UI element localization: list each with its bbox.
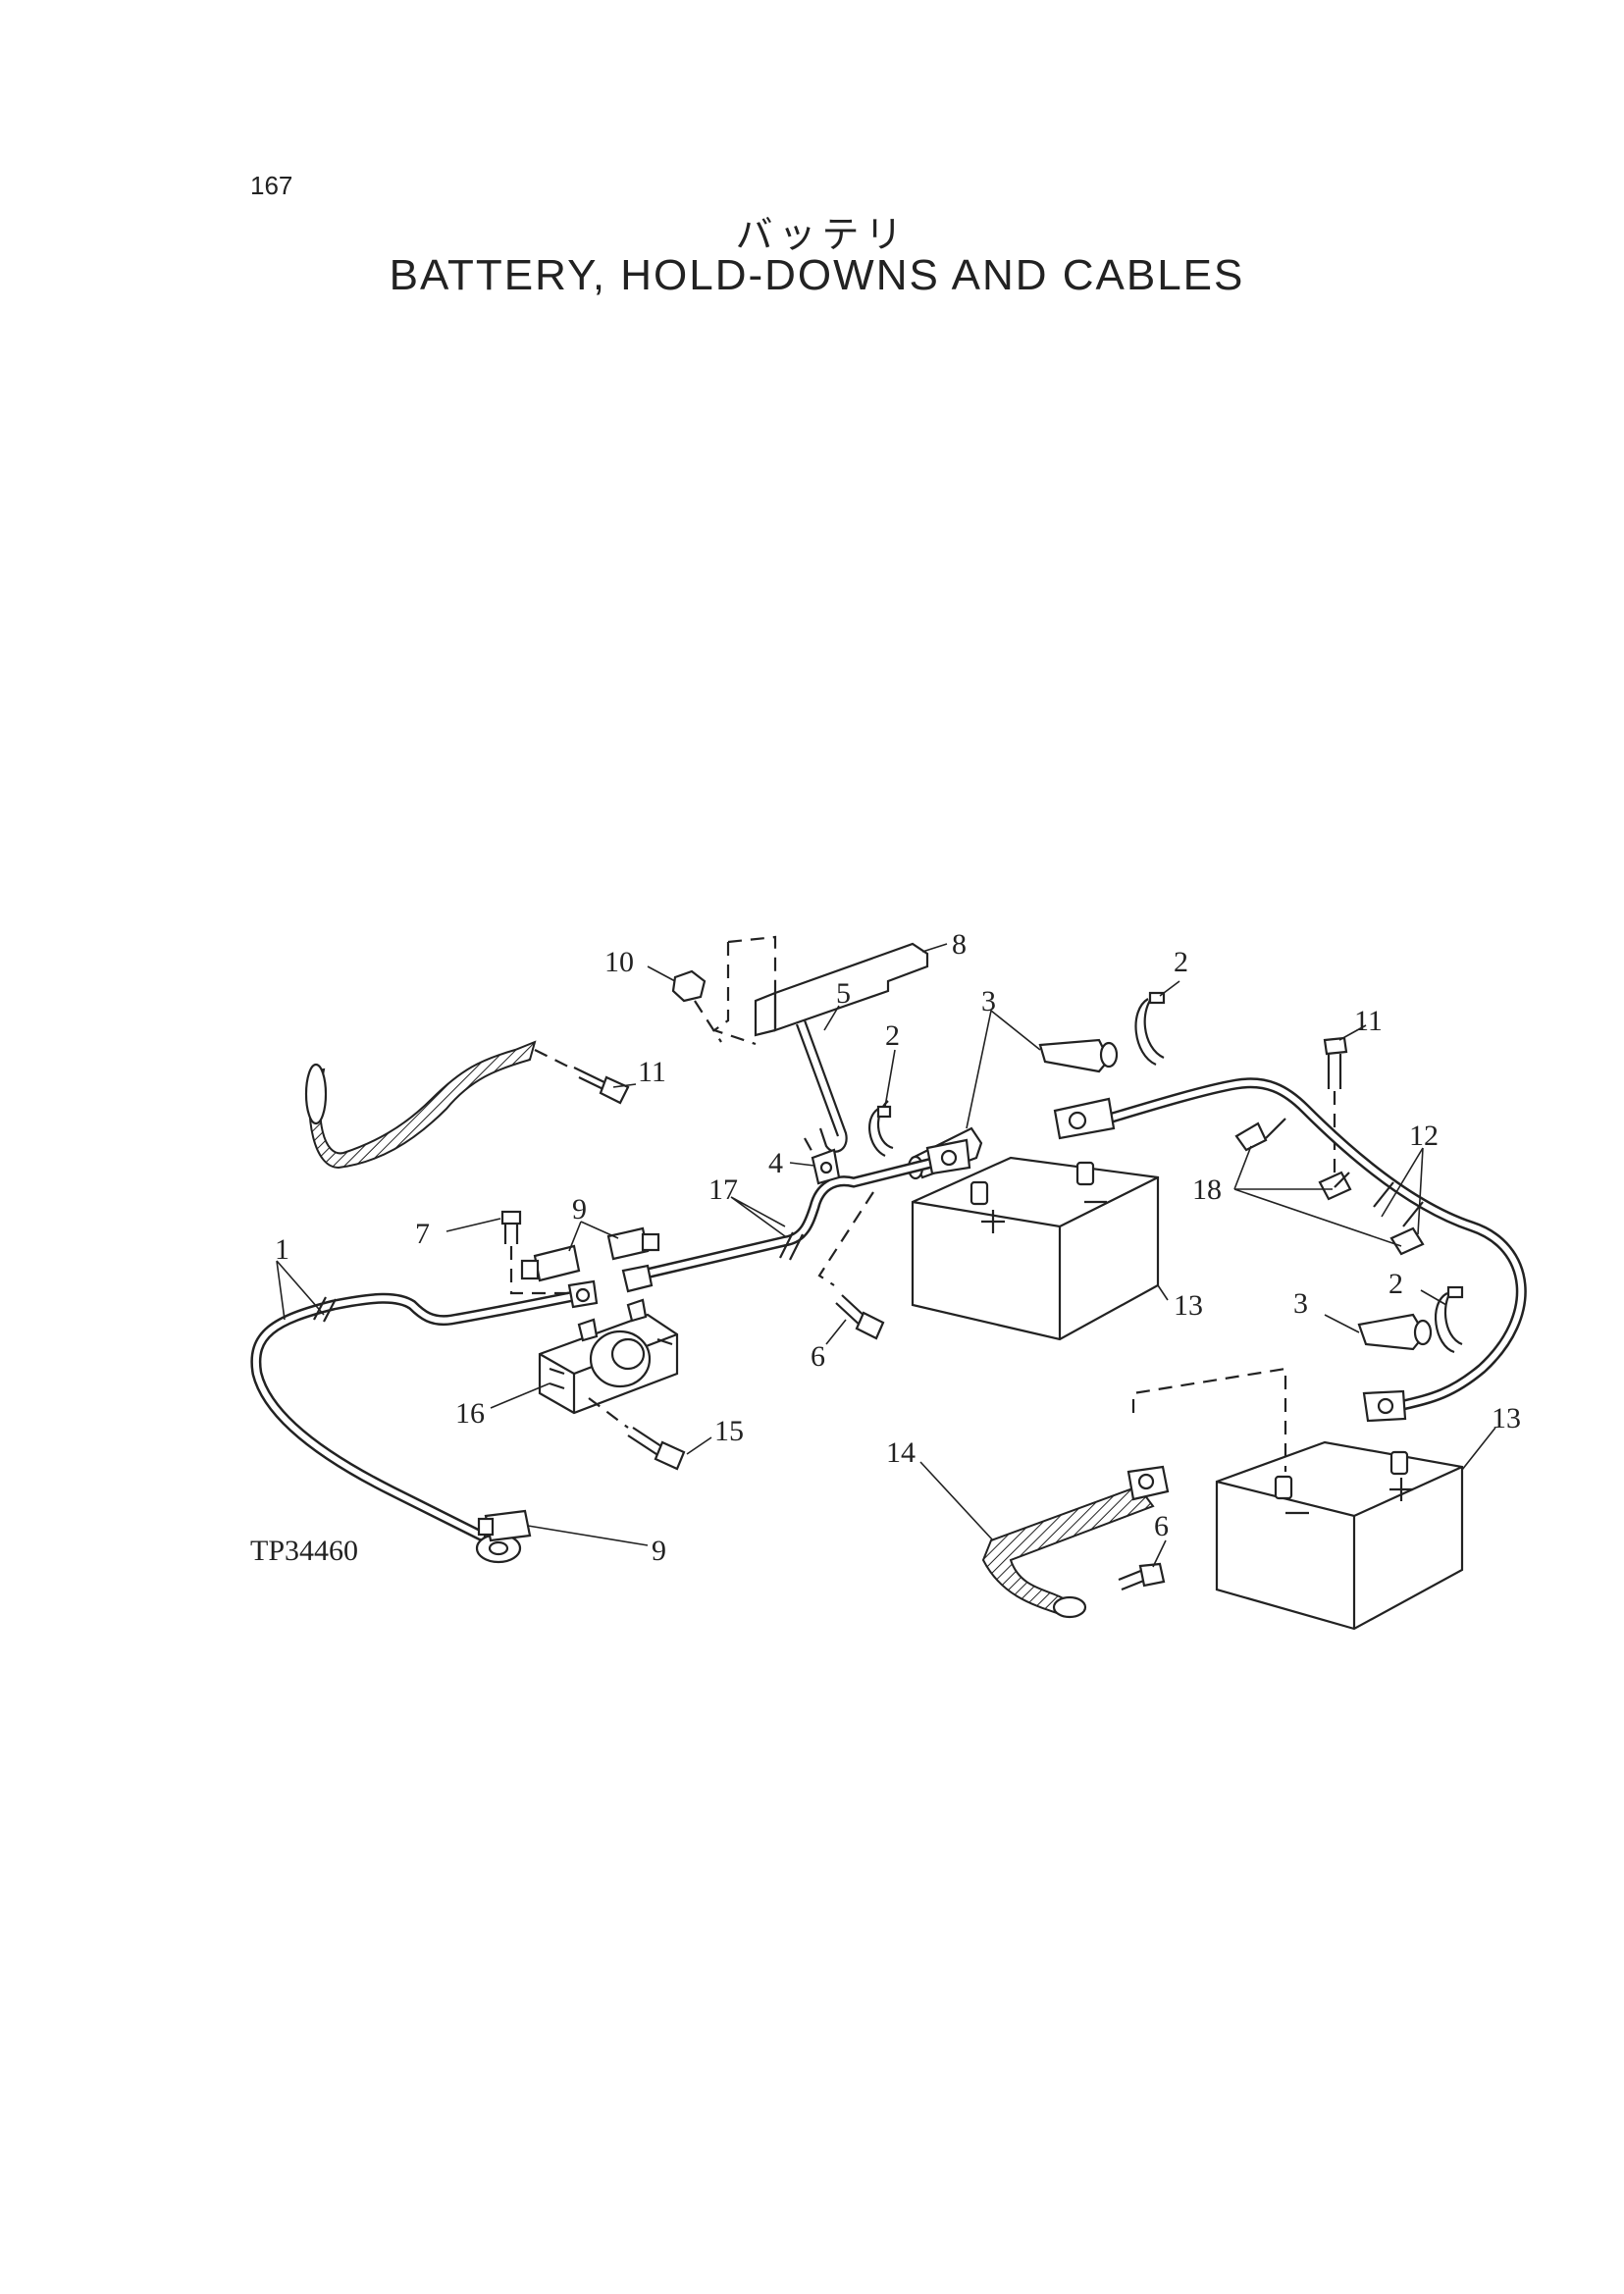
terminal-cover-icon [1357,1313,1433,1351]
callout-label: 7 [415,1218,430,1250]
callout-label: 16 [455,1397,485,1430]
callout-label: 2 [885,1019,900,1052]
callout-label: 12 [1409,1120,1439,1152]
positive-cable-icon [1053,1077,1527,1423]
callout-label: 2 [1388,1268,1403,1300]
clip-icon [1134,991,1166,1067]
callout-label: 5 [836,977,851,1010]
figure-id: TP34460 [250,1535,358,1567]
callout-label: 13 [1492,1402,1521,1434]
callout-label: 13 [1174,1289,1203,1322]
callout-label: 3 [981,985,996,1017]
cable-icon [250,1279,599,1564]
callout-label: 9 [572,1193,587,1225]
callout-label: 14 [886,1436,916,1469]
callout-label: 11 [638,1056,666,1088]
callout-label: 10 [604,946,634,978]
bolt-icon [1118,1562,1166,1591]
clip-icon [868,1100,894,1157]
bolt-icon [534,1049,630,1105]
battery-switch-icon [538,1298,679,1415]
nut-icon [671,969,722,1043]
ground-strap-icon [304,1040,537,1170]
callout-label: 8 [952,928,967,961]
battery-icon [911,1156,1160,1341]
callout-label: 15 [714,1415,744,1447]
bolt-icon [588,1397,686,1471]
terminal-cover-icon [1038,1038,1119,1073]
hook-rod-icon [795,1019,848,1153]
hold-down-bracket-icon [711,935,929,1046]
page-number: 167 [250,171,293,200]
callout-label: 2 [1174,946,1188,978]
callout-label: 17 [708,1173,738,1206]
callout-label: 3 [1293,1287,1308,1320]
bolt-icon [500,1210,569,1295]
page-title-japanese: バッテリ [735,213,909,256]
bolt-icon [1323,1036,1348,1177]
negative-cable-icon [621,1137,971,1293]
callout-label: 6 [811,1340,825,1373]
battery-icon [1215,1440,1464,1631]
page-title: BATTERY, HOLD-DOWNS AND CABLES [389,251,1245,299]
assembly-leader [1131,1367,1287,1472]
ground-strap-icon [981,1465,1170,1619]
callout-label: 1 [275,1233,289,1266]
callout-label: 11 [1354,1005,1383,1037]
bolt-icon [835,1294,885,1340]
clip-icon [1434,1285,1464,1354]
leader-lines [276,943,1496,1568]
callout-label: 9 [652,1535,666,1567]
callout-label: 6 [1154,1510,1169,1542]
callout-label: 4 [768,1147,783,1179]
callout-label: 18 [1192,1173,1222,1206]
terminal-boot-icon [477,1226,660,1542]
